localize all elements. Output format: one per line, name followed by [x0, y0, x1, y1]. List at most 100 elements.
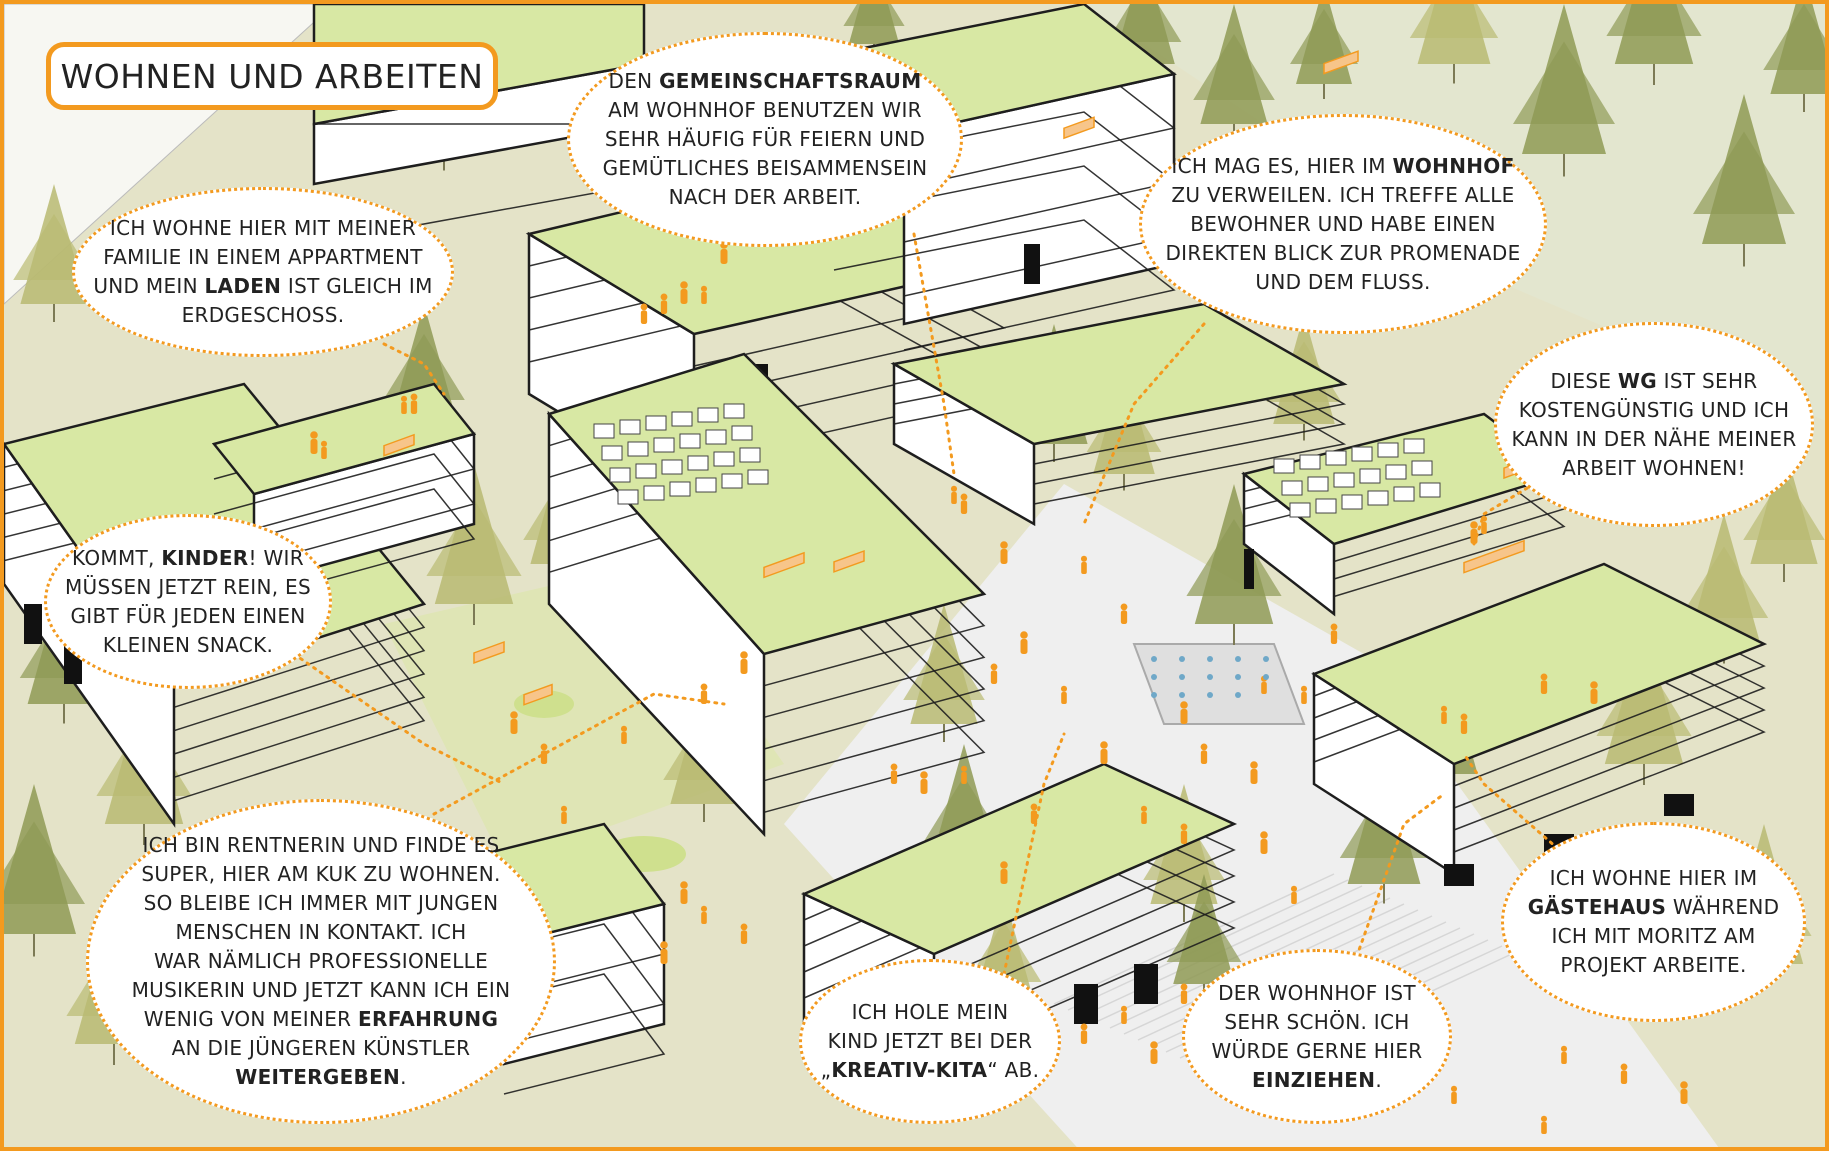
person-figure — [1560, 1045, 1568, 1064]
person-figure — [1080, 555, 1088, 574]
tree — [1596, 624, 1692, 785]
bubble-line: KLEINEN SNACK. — [65, 631, 311, 660]
people-layer — [310, 50, 1688, 1134]
bench — [1323, 50, 1359, 75]
person-figure — [1330, 623, 1338, 644]
fountain-jet — [1179, 656, 1185, 662]
fountain-jet — [1207, 692, 1213, 698]
person-figure — [620, 725, 628, 744]
bubble-text: . — [1375, 1067, 1382, 1092]
person-figure — [1680, 1081, 1688, 1104]
fountain-jet — [1151, 692, 1157, 698]
bench — [473, 640, 505, 664]
bubble-line: UND MEIN LADEN IST GLEICH IM — [93, 272, 432, 301]
bubble-line: WÜRDE GERNE HIER — [1212, 1037, 1423, 1066]
fountain-field — [1132, 643, 1306, 725]
bubble-line: SUPER, HIER AM KUK ZU WOHNEN. — [132, 860, 511, 889]
bubble-text: UND DEM FLUSS. — [1255, 269, 1431, 294]
bubble-line: ARBEIT WOHNEN! — [1511, 454, 1796, 483]
bubble-line: ICH HOLE MEIN — [821, 998, 1040, 1027]
bubble-text: IST GLEICH IM — [281, 274, 433, 298]
bubble-line: FAMILIE IN EINEM APPARTMENT — [93, 243, 432, 272]
bubble-keyword: WEITERGEBEN — [235, 1065, 401, 1089]
title-box: WOHNEN UND ARBEITEN — [46, 42, 498, 110]
person-figure — [680, 281, 688, 304]
bubble-text: KLEINEN SNACK. — [102, 632, 274, 657]
bubble-text: FAMILIE IN EINEM APPARTMENT — [103, 245, 423, 269]
person-figure — [1000, 861, 1008, 884]
person-figure — [660, 941, 668, 964]
ground-floor-opening — [1664, 794, 1694, 816]
bubble-text: SUPER, HIER AM KUK ZU WOHNEN. — [141, 862, 501, 886]
bubble-text: ERDGESCHOSS. — [181, 303, 345, 327]
bubble-line: DEN GEMEINSCHAFTSRAUM — [603, 67, 928, 96]
ground-floor-opening — [24, 604, 42, 644]
bubble-line: AN DIE JÜNGEREN KÜNSTLER — [132, 1034, 511, 1063]
ground-floor-opening — [1024, 244, 1040, 284]
person-figure — [1140, 805, 1148, 824]
person-figure — [560, 805, 568, 824]
bubble-line: UND DEM FLUSS. — [1165, 268, 1520, 297]
bubble-text: DER WOHNHOF IST — [1218, 980, 1416, 1005]
bubble-text: AM WOHNHOF BENUTZEN WIR — [608, 98, 922, 122]
ground-floor-opening — [1074, 984, 1098, 1024]
tree — [1743, 444, 1825, 582]
tree — [903, 604, 985, 742]
bubble-text: ZU VERWEILEN. ICH TREFFE ALLE — [1171, 182, 1515, 207]
fountain-jet — [1179, 674, 1185, 680]
bubble-text: AN DIE JÜNGEREN KÜNSTLER — [171, 1036, 471, 1060]
bubble-keyword: WG — [1617, 368, 1657, 393]
bubble-keyword: WOHNHOF — [1392, 153, 1515, 178]
bubble-line: GÄSTEHAUS WÄHREND — [1528, 893, 1780, 922]
person-figure — [1100, 741, 1108, 764]
bubble-line: „KREATIV-KITA“ AB. — [821, 1056, 1040, 1085]
person-figure — [1180, 823, 1188, 844]
tree — [1763, 4, 1825, 112]
person-figure — [1200, 743, 1208, 764]
bubble-text: KOSTENGÜNSTIG UND ICH — [1518, 397, 1790, 422]
person-figure — [740, 923, 748, 944]
bubble-keyword: ERFAHRUNG — [358, 1007, 499, 1031]
bubble-tail — [292, 652, 506, 786]
bench — [833, 549, 865, 573]
fountain-jet — [1151, 674, 1157, 680]
fountain-jet — [1151, 656, 1157, 662]
bubble-line: AM WOHNHOF BENUTZEN WIR — [603, 96, 928, 125]
person-figure — [1120, 603, 1128, 624]
person-figure — [1060, 685, 1068, 704]
person-figure — [700, 683, 708, 704]
bubble-line: GIBT FÜR JEDEN EINEN — [65, 602, 311, 631]
person-figure — [640, 303, 648, 324]
bubble-text: KIND JETZT BEI DER — [827, 1029, 1033, 1053]
buildings-layer — [4, 4, 1768, 1095]
bubble-line: SEHR HÄUFIG FÜR FEIERN UND — [603, 125, 928, 154]
tree — [1513, 4, 1615, 177]
fountain-jet — [1207, 674, 1213, 680]
bubble-line: KIND JETZT BEI DER — [821, 1027, 1040, 1056]
bubble-text: WÄHREND — [1666, 895, 1780, 919]
bubble-tail — [912, 232, 956, 476]
person-figure — [400, 395, 408, 414]
bubble-text: KANN IN DER NÄHE MEINER — [1511, 426, 1797, 451]
tree — [843, 4, 905, 58]
bubble-text: . — [400, 1065, 407, 1089]
person-figure — [1300, 685, 1308, 704]
bubble-keyword: LADEN — [204, 274, 282, 298]
bubble-line: ICH MIT MORITZ AM — [1528, 922, 1780, 951]
bench — [1063, 116, 1095, 140]
bubble-keyword: KINDER — [161, 545, 249, 570]
fountain-jet — [1235, 656, 1241, 662]
person-figure — [700, 285, 708, 304]
bubble-line: WAR NÄMLICH PROFESSIONELLE — [132, 947, 511, 976]
bubble-text: DEN — [608, 69, 660, 93]
bench — [763, 551, 805, 579]
bubble-text: NACH DER ARBEIT. — [668, 185, 862, 209]
person-figure — [1440, 705, 1448, 724]
ground-floor-opening — [1134, 964, 1158, 1004]
person-figure — [310, 431, 318, 454]
person-figure — [960, 765, 968, 784]
bubble-text: ICH WOHNE HIER IM — [1549, 866, 1758, 890]
